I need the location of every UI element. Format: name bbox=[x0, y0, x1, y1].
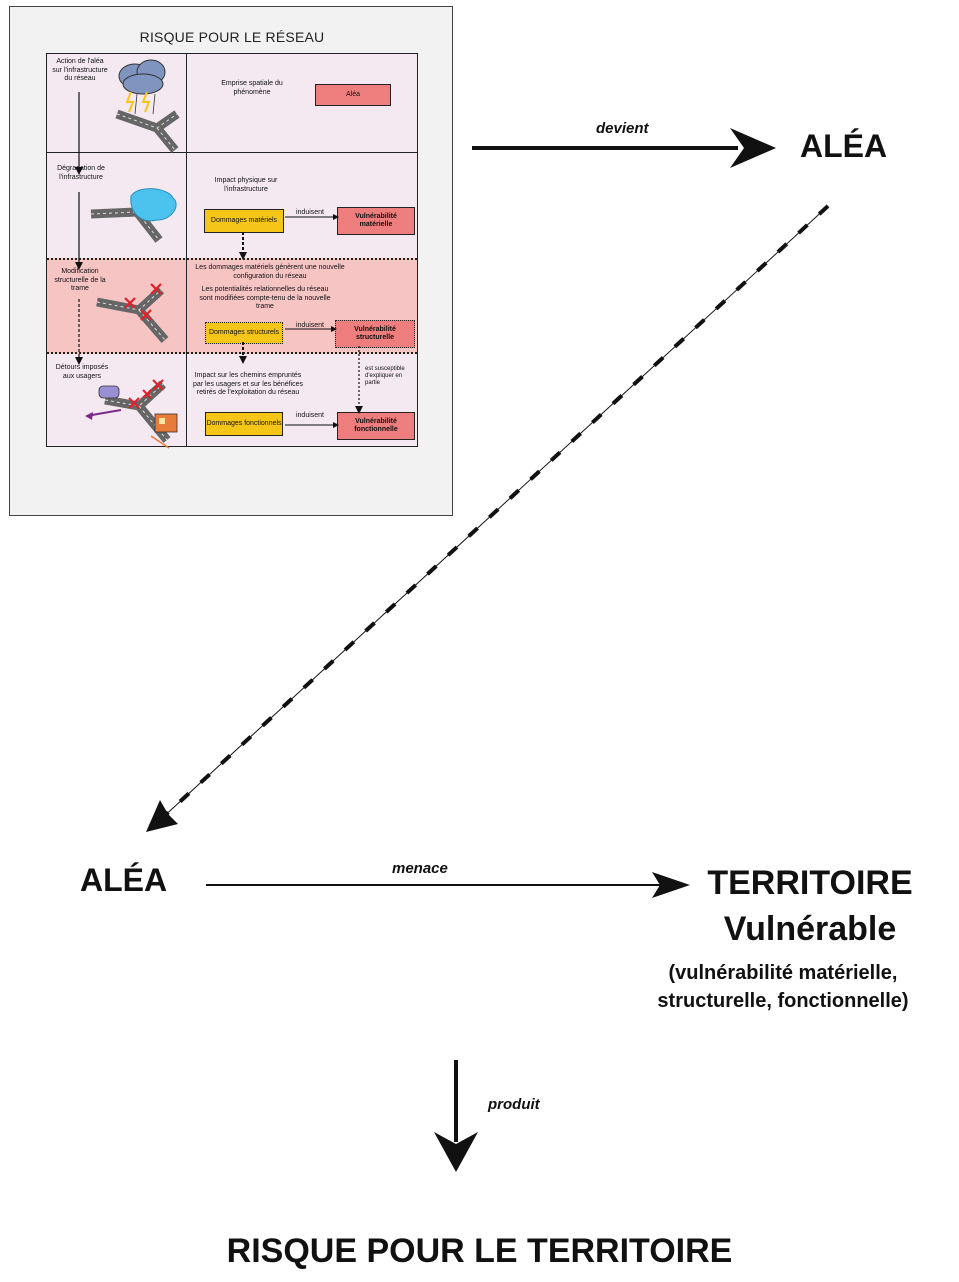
row4-right-text: Impact sur les chemins empruntés par les… bbox=[192, 372, 304, 396]
menace-arrowhead bbox=[652, 872, 690, 898]
car-icon bbox=[85, 379, 171, 443]
material-vulnerability-box: Vulnérabilité matérielle bbox=[337, 207, 415, 235]
territoire-title: TERRITOIRE bbox=[707, 864, 913, 902]
functional-damage-box: Dommages fonctionnels bbox=[205, 412, 283, 436]
material-damage-box: Dommages matériels bbox=[204, 209, 284, 233]
row3-right-text-1: Les dommages matériels génèrent une nouv… bbox=[195, 264, 345, 280]
truck-icon bbox=[150, 413, 178, 449]
network-risk-panel: RISQUE POUR LE RÉSEAU Action de l'aléa s… bbox=[9, 6, 453, 516]
structural-vulnerability-box: Vulnérabilité structurelle bbox=[335, 320, 415, 348]
produit-label: produit bbox=[488, 1096, 540, 1113]
menace-label: menace bbox=[392, 860, 448, 877]
row3-link-label: induisent bbox=[295, 322, 325, 329]
row4-side-note: est susceptible d'expliquer en partie bbox=[365, 366, 405, 386]
diagonal-arrowhead bbox=[146, 800, 178, 832]
hazard-box: Aléa bbox=[315, 84, 391, 106]
alea-top: ALÉA bbox=[800, 128, 888, 164]
flood-icon bbox=[90, 188, 177, 243]
risque-territoire: RISQUE POUR LE TERRITOIRE bbox=[226, 1232, 733, 1270]
row4-left-text: Détours imposés aux usagers bbox=[55, 364, 109, 380]
network-risk-table: Action de l'aléa sur l'infrastructure du… bbox=[46, 53, 418, 449]
functional-vulnerability-box: Vulnérabilité fonctionnelle bbox=[337, 412, 415, 440]
row4-link-label: induisent bbox=[295, 412, 325, 419]
row1-right-text: Emprise spatiale du phénomène bbox=[221, 80, 283, 96]
devient-arrowhead bbox=[730, 128, 776, 168]
lightning-icon bbox=[125, 91, 151, 113]
row3-right-text-2: Les potentialités relationnelles du rése… bbox=[199, 286, 331, 310]
panel-drawings bbox=[75, 59, 363, 449]
territoire-detail-1: (vulnérabilité matérielle, bbox=[668, 962, 898, 984]
storm-cloud-icon bbox=[115, 59, 180, 153]
cross-icon bbox=[96, 283, 169, 343]
alea-bottom: ALÉA bbox=[80, 862, 168, 898]
row-infrastructure-damage: Dégradation de l'infrastructure Impact p… bbox=[47, 152, 417, 258]
panel-title: RISQUE POUR LE RÉSEAU bbox=[139, 29, 325, 45]
territoire-detail-2: structurelle, fonctionnelle) bbox=[657, 990, 909, 1012]
territoire-subtitle: Vulnérable bbox=[723, 910, 897, 948]
produit-arrowhead bbox=[434, 1132, 478, 1172]
row2-link-label: induisent bbox=[295, 209, 325, 216]
row1-left-text: Action de l'aléa sur l'infrastructure du… bbox=[52, 58, 108, 82]
row2-right-text: Impact physique sur l'infrastructure bbox=[214, 177, 278, 193]
row-hazard-action: Action de l'aléa sur l'infrastructure du… bbox=[47, 54, 417, 152]
row3-left-text: Modification structurelle de la trame bbox=[54, 268, 106, 292]
column-divider bbox=[186, 54, 187, 446]
devient-label: devient bbox=[596, 120, 649, 137]
